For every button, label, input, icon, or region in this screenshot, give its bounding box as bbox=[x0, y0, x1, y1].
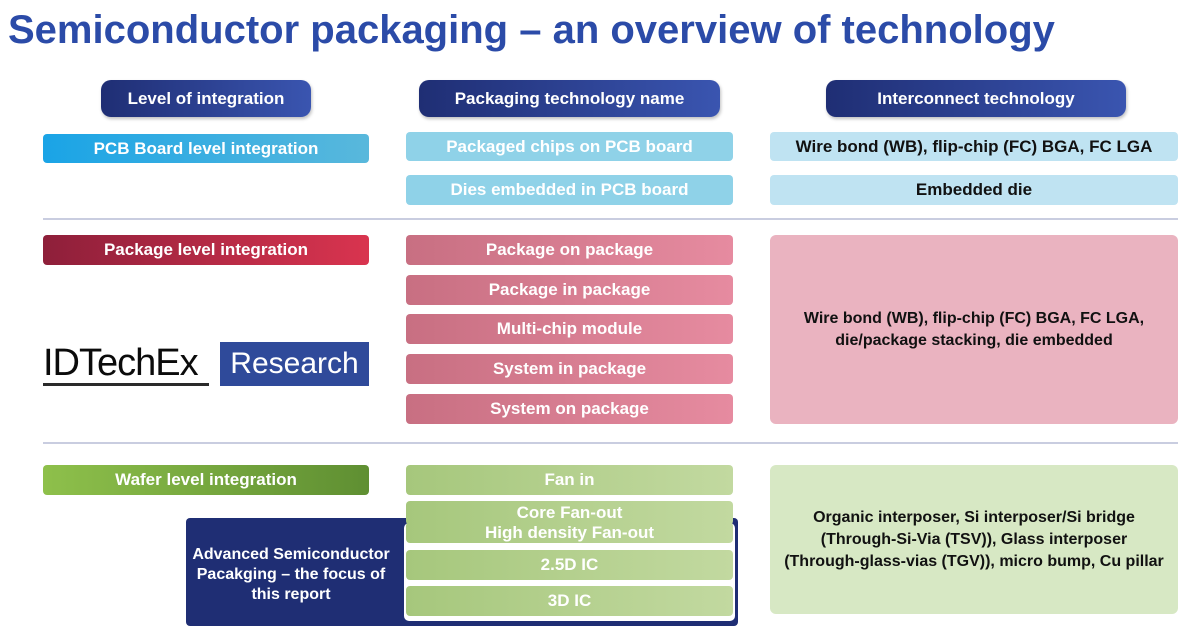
wafer-level-box: Wafer level integration bbox=[43, 465, 369, 495]
package-name-pop: Package on package bbox=[406, 235, 733, 265]
package-name-sip: System in package bbox=[406, 354, 733, 384]
pcb-name-dies-embedded: Dies embedded in PCB board bbox=[406, 175, 733, 205]
package-interconnect-box: Wire bond (WB), flip-chip (FC) BGA, FC L… bbox=[770, 235, 1178, 424]
package-name-mcm: Multi-chip module bbox=[406, 314, 733, 344]
wafer-name-high-density-fan-out: High density Fan-out bbox=[406, 522, 733, 543]
wafer-name-core-fan-out: Core Fan-out bbox=[406, 501, 733, 525]
pcb-interconnect-wire-bond: Wire bond (WB), flip-chip (FC) BGA, FC L… bbox=[770, 132, 1178, 161]
header-packaging-technology-name: Packaging technology name bbox=[419, 80, 720, 117]
package-name-pip: Package in package bbox=[406, 275, 733, 305]
package-level-box: Package level integration bbox=[43, 235, 369, 265]
page-title: Semiconductor packaging – an overview of… bbox=[8, 8, 1055, 52]
package-name-sop: System on package bbox=[406, 394, 733, 424]
logo-underline bbox=[43, 383, 209, 386]
wafer-name-fan-in: Fan in bbox=[406, 465, 733, 495]
wafer-name-3d-ic: 3D IC bbox=[406, 586, 733, 616]
pcb-level-box: PCB Board level integration bbox=[43, 134, 369, 163]
header-interconnect-technology: Interconnect technology bbox=[826, 80, 1126, 117]
logo-research: Research bbox=[220, 342, 369, 386]
section-divider bbox=[43, 218, 1178, 220]
wafer-interconnect-box: Organic interposer, Si interposer/Si bri… bbox=[770, 465, 1178, 614]
section-divider bbox=[43, 442, 1178, 444]
logo-idtechex: IDTechEx bbox=[43, 342, 199, 384]
wafer-name-2-5d-ic: 2.5D IC bbox=[406, 550, 733, 580]
pcb-interconnect-embedded-die: Embedded die bbox=[770, 175, 1178, 205]
pcb-name-packaged-chips: Packaged chips on PCB board bbox=[406, 132, 733, 161]
header-level-of-integration: Level of integration bbox=[101, 80, 311, 117]
advanced-packaging-label: Advanced Semiconductor Pacakging – the f… bbox=[192, 546, 390, 603]
